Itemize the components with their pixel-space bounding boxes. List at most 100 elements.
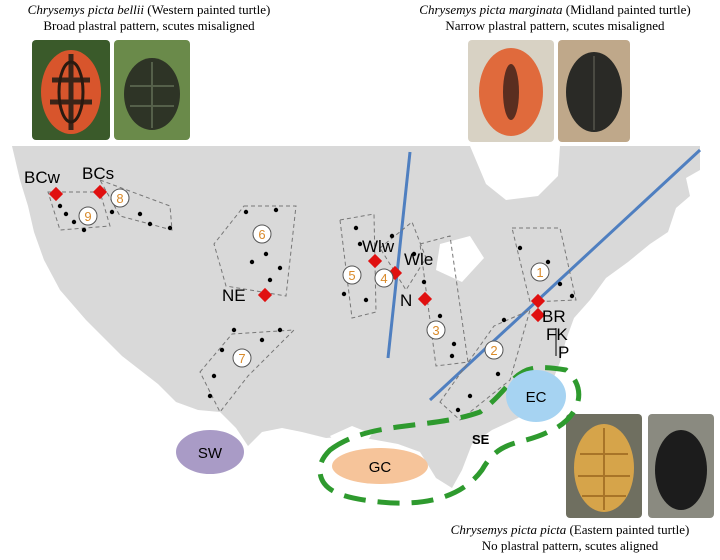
- turtle-plastron-icon: [479, 48, 543, 136]
- site-labels: BCw BCs NE Wlw Wle N BR FK P: [24, 164, 569, 362]
- photo-picta-carapace: [648, 414, 714, 518]
- turtle-carapace-icon: [655, 430, 707, 510]
- hybrid-zone-line-west: [386, 151, 412, 359]
- refugium-gc: [332, 448, 428, 484]
- cluster-8-label: 8: [116, 191, 123, 206]
- cluster-9-label: 9: [84, 209, 91, 224]
- photo-marginata-carapace: [558, 40, 630, 142]
- cluster-9: 9: [78, 206, 98, 226]
- sample-dot-icon: [277, 265, 283, 271]
- sample-dot-icon: [353, 225, 359, 231]
- sample-dot-icon: [273, 207, 279, 213]
- sample-dot-icon: [411, 251, 417, 257]
- site-label-wle: Wle: [404, 250, 433, 269]
- sample-dot-icon: [517, 245, 523, 251]
- sample-dot-icon: [569, 293, 575, 299]
- sample-dot-icon: [137, 211, 143, 217]
- sample-dot-icon: [455, 407, 461, 413]
- cluster-1: 1: [530, 262, 550, 282]
- cluster-7-label: 7: [238, 351, 245, 366]
- sample-dot-icon: [263, 251, 269, 257]
- sample-dots: [57, 203, 575, 413]
- sample-dot-icon: [57, 203, 63, 209]
- refugium-sw: [176, 430, 244, 474]
- cluster-3-label: 3: [432, 323, 439, 338]
- hudson-bay: [470, 146, 560, 200]
- sample-dot-icon: [389, 233, 395, 239]
- sample-dot-icon: [451, 341, 457, 347]
- cluster-5-label: 5: [348, 268, 355, 283]
- region-se-label: SE: [472, 432, 490, 447]
- sample-dot-icon: [449, 353, 455, 359]
- turtle-plastron-icon: [574, 424, 634, 512]
- sample-dot-icon: [243, 209, 249, 215]
- site-label-p: P: [558, 343, 569, 362]
- sample-dot-icon: [167, 225, 173, 231]
- sample-dot-icon: [147, 221, 153, 227]
- site-label-wlw: Wlw: [362, 237, 395, 256]
- species-name-bellii: Chrysemys picta bellii: [27, 2, 144, 17]
- photo-marginata-plastron: [468, 40, 554, 142]
- species-name-picta: Chrysemys picta picta: [450, 522, 567, 537]
- sample-dot-icon: [501, 317, 507, 323]
- site-diamond-icon: [530, 293, 546, 309]
- site-label-ne: NE: [222, 286, 246, 305]
- sample-dot-icon: [363, 297, 369, 303]
- common-name-marginata: (Midland painted turtle): [565, 2, 691, 17]
- sample-dot-icon: [277, 327, 283, 333]
- sample-dot-icon: [437, 313, 443, 319]
- sample-dot-icon: [557, 281, 563, 287]
- sample-dot-icon: [109, 209, 115, 215]
- cluster-1-label: 1: [536, 265, 543, 280]
- caption-western-painted-turtle: Chrysemys picta bellii (Western painted …: [4, 2, 294, 34]
- cluster-4-label: 4: [380, 271, 387, 286]
- refugium-gc-label: GC: [369, 459, 392, 476]
- sample-dot-icon: [81, 227, 87, 233]
- site-diamond-icon: [530, 307, 546, 323]
- caption-midland-painted-turtle: Chrysemys picta marginata (Midland paint…: [392, 2, 718, 34]
- cluster-6: 6: [252, 224, 272, 244]
- cluster-6-label: 6: [258, 227, 265, 242]
- great-lakes: [436, 236, 484, 282]
- sample-dot-icon: [421, 279, 427, 285]
- cluster-numbers: 1 2 3 4 5 6 7 8 9: [78, 188, 550, 368]
- sample-dot-icon: [259, 337, 265, 343]
- sample-dot-icon: [211, 373, 217, 379]
- sample-dot-icon: [63, 211, 69, 217]
- common-name-bellii: (Western painted turtle): [147, 2, 271, 17]
- refugium-sw-label: SW: [198, 445, 223, 462]
- caption-eastern-painted-turtle: Chrysemys picta picta (Eastern painted t…: [420, 522, 720, 554]
- common-name-picta: (Eastern painted turtle): [569, 522, 690, 537]
- cluster-2: 2: [484, 340, 504, 360]
- cluster-4: 4: [374, 268, 394, 288]
- sample-dot-icon: [249, 259, 255, 265]
- sample-dot-icon: [545, 259, 551, 265]
- sample-dot-icon: [467, 393, 473, 399]
- sample-dot-icon: [357, 241, 363, 247]
- hybrid-zone-line-east: [428, 148, 702, 402]
- turtle-plastron-icon: [41, 50, 101, 134]
- photo-bellii-plastron: [32, 40, 110, 140]
- cluster-5: 5: [342, 265, 362, 285]
- site-diamond-icon: [257, 287, 273, 303]
- cluster-2-label: 2: [490, 343, 497, 358]
- refugium-ec: [506, 370, 566, 422]
- site-label-n: N: [400, 291, 412, 310]
- site-label-bcs: BCs: [82, 164, 114, 183]
- site-markers: [48, 184, 546, 323]
- site-label-fk: FK: [546, 325, 568, 344]
- site-diamond-icon: [367, 253, 383, 269]
- site-label-br: BR: [542, 307, 566, 326]
- photo-picta-plastron: [566, 414, 642, 518]
- photo-bellii-carapace: [114, 40, 190, 140]
- refugium-se-boundary: [317, 365, 582, 506]
- site-label-bcw: BCw: [24, 168, 61, 187]
- pattern-bellii: Broad plastral pattern, scutes misaligne…: [43, 18, 255, 33]
- pattern-marginata: Narrow plastral pattern, scutes misalign…: [445, 18, 665, 33]
- sample-dot-icon: [267, 277, 273, 283]
- sample-dot-icon: [71, 219, 77, 225]
- sample-dot-icon: [341, 291, 347, 297]
- refugium-ec-label: EC: [526, 389, 547, 406]
- sample-dot-icon: [231, 327, 237, 333]
